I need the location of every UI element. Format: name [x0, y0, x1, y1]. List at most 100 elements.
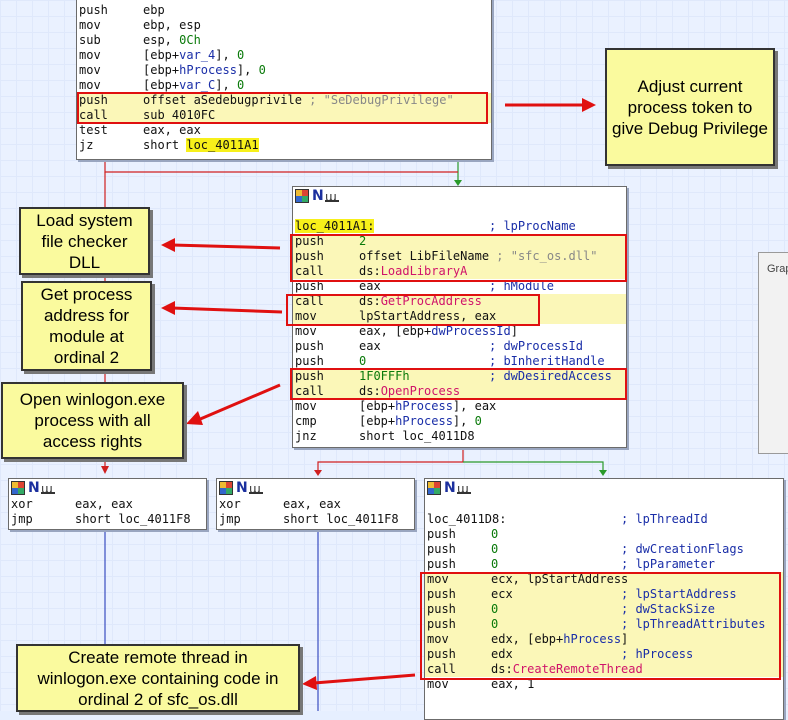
graph-color-icon[interactable]	[219, 481, 233, 495]
asm-o: eax, eax	[75, 497, 133, 511]
asm-loc: loc_4011A1	[186, 138, 259, 152]
asm-m: call	[295, 384, 324, 398]
underline-icon[interactable]: ɯ	[325, 190, 339, 204]
asm-o2: ]	[621, 632, 629, 646]
asm-c: ; dwDesiredAccess	[489, 369, 612, 383]
graph-overview-label: Grap	[767, 263, 788, 275]
asm-o: edx	[491, 647, 513, 661]
asm-o: lpStartAddress, eax	[359, 309, 497, 323]
graph-color-icon[interactable]	[295, 189, 309, 203]
asm-line[interactable]: mov[ebp+hProcess], eax	[293, 399, 626, 414]
asm-m: push	[295, 354, 324, 368]
asm-m: mov	[427, 677, 449, 691]
asm-c: ; lpThreadAttributes	[621, 617, 766, 631]
asm-o2: ],	[215, 48, 237, 62]
asm-c: ; "SeDebugPrivilege"	[309, 93, 454, 107]
asm-m: xor	[11, 497, 33, 511]
asm-loc: loc_4011A1:	[295, 219, 375, 233]
graph-color-icon[interactable]	[427, 481, 441, 495]
asm-m: jmp	[219, 512, 241, 526]
underline-icon[interactable]: ɯ	[41, 482, 55, 496]
asm-line[interactable]: loc_4011A1:; lpProcName	[293, 219, 626, 234]
asm-o: [ebp+	[143, 63, 180, 77]
asm-line[interactable]: loc_4011D8:; lpThreadId	[425, 512, 783, 527]
asm-line[interactable]: cmp[ebp+hProcess], 0	[293, 414, 626, 429]
asm-o: ds:	[491, 662, 513, 676]
note-load-sfc: Load system file checker DLL	[19, 207, 150, 275]
asm-m: push	[79, 93, 108, 107]
asm-v: hProcess	[179, 63, 237, 77]
highlight-getprocaddress	[286, 294, 540, 326]
block-header: N ɯ	[293, 187, 626, 205]
asm-n: 0	[491, 617, 499, 631]
asm-o: ebp, esp	[143, 18, 201, 32]
asm-f: GetProcAddress	[380, 294, 482, 308]
asm-m: push	[427, 587, 456, 601]
node-n-icon[interactable]: N	[444, 480, 456, 496]
asm-m: push	[295, 279, 324, 293]
node-n-icon[interactable]: N	[312, 188, 324, 204]
underline-icon[interactable]: ɯ	[457, 482, 471, 496]
underline-icon[interactable]: ɯ	[249, 482, 263, 496]
asm-line[interactable]: mov[ebp+var_4], 0	[77, 48, 491, 63]
asm-n: 2	[359, 234, 367, 248]
asm-m: xor	[219, 497, 241, 511]
asm-line[interactable]: mov[ebp+var_C], 0	[77, 78, 491, 93]
asm-c: ; hModule	[489, 279, 555, 293]
asm-o: eax, eax	[143, 123, 201, 137]
asm-m: push	[427, 602, 456, 616]
asm-m: mov	[79, 48, 101, 62]
asm-m: jnz	[295, 429, 317, 443]
note-openprocess: Open winlogon.exe process with all acces…	[1, 382, 184, 459]
asm-n: 0	[258, 63, 266, 77]
graph-color-icon[interactable]	[11, 481, 25, 495]
asm-line[interactable]: xor eax, eax	[9, 497, 206, 512]
asm-v: hProcess	[563, 632, 622, 646]
asm-line[interactable]: mov[ebp+hProcess], 0	[77, 63, 491, 78]
node-n-icon[interactable]: N	[28, 480, 40, 496]
asm-o: eax, [ebp+	[359, 324, 432, 338]
asm-f: LoadLibraryA	[380, 264, 468, 278]
graph-overview-panel[interactable]: Grap	[758, 252, 788, 454]
asm-o: [ebp+	[143, 78, 180, 92]
asm-n: 0	[491, 602, 499, 616]
node-n-icon[interactable]: N	[236, 480, 248, 496]
